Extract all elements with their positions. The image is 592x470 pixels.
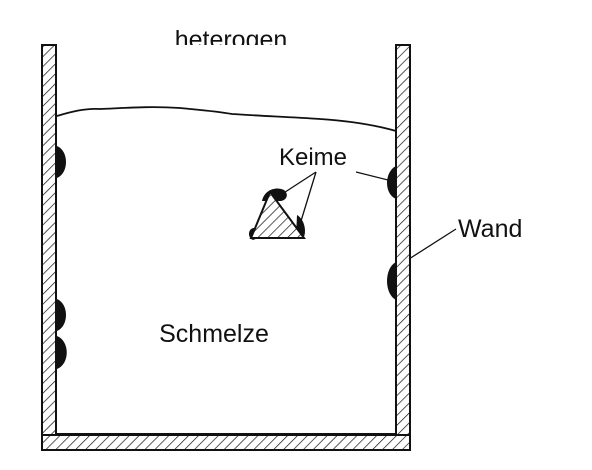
leader-to-particle-right (300, 171, 317, 222)
leader-to-wall (408, 228, 457, 260)
nuclei-label: Keime (279, 144, 347, 171)
leader-to-particle-top (278, 171, 317, 197)
foreign-particle (248, 188, 306, 240)
melt-surface-line (56, 106, 397, 132)
left-wall (41, 44, 57, 451)
wall-nucleus-right-top (387, 166, 396, 199)
right-wall (395, 44, 411, 451)
inner-cavity (57, 45, 395, 434)
bottom-wall (41, 434, 411, 451)
wall-label: Wand (458, 215, 522, 243)
particle-body (249, 189, 306, 239)
leader-lines (278, 171, 457, 260)
wall-nucleus-right-bottom (387, 262, 396, 300)
wall-nucleus-left-top (57, 146, 66, 178)
melt-label: Schmelze (159, 320, 269, 348)
crucible-wall (41, 44, 411, 451)
wall-nucleus-left-bottom (57, 336, 67, 369)
leader-to-wall-nucleus (355, 171, 389, 181)
wall-nucleus-left-mid (57, 299, 66, 331)
wall-nuclei (57, 146, 396, 369)
